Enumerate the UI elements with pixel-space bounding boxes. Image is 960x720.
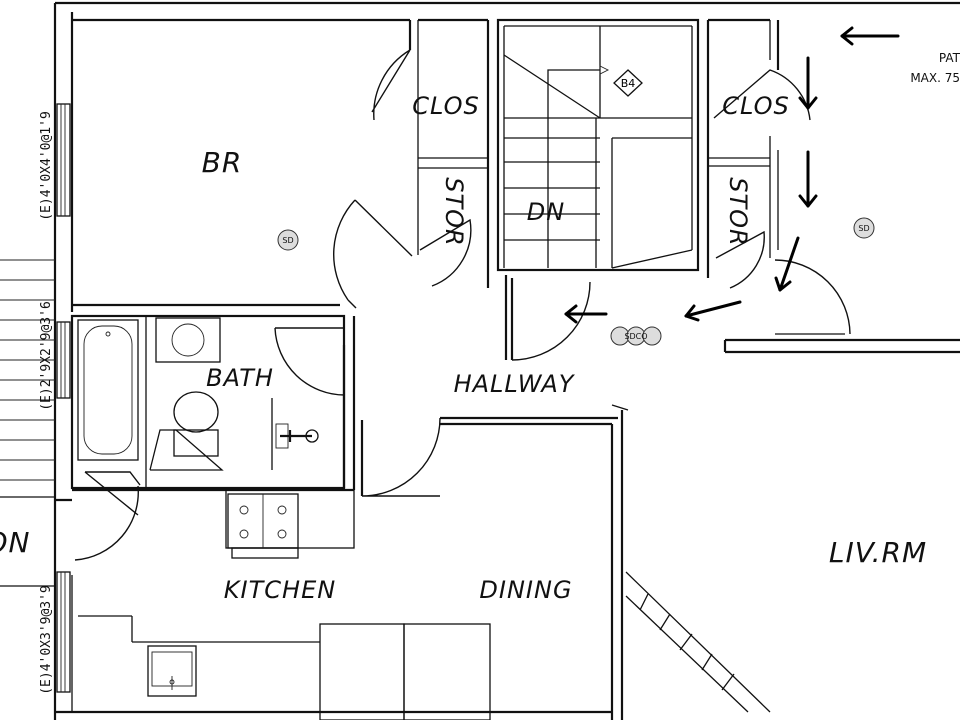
sd-right-label: SD xyxy=(858,224,869,233)
room-label-cut-left: ON xyxy=(0,526,30,559)
arrow-icon xyxy=(798,56,818,110)
window-callout-1: (E)4'0X4'0@1'9 xyxy=(39,111,54,221)
smoke-co-detector-icon: SDCO xyxy=(610,326,662,346)
room-label-stair: DN xyxy=(527,198,565,226)
arrow-icon xyxy=(564,304,608,324)
sd-br-label: SD xyxy=(282,236,293,245)
left-neighbor xyxy=(0,259,55,587)
sdco-hall-label: SDCO xyxy=(624,332,647,341)
room-label-stor-right: STOR xyxy=(724,177,752,246)
walls xyxy=(53,1,960,720)
window-callout-3: (E)4'0X3'9@3'9 xyxy=(39,585,54,695)
egress-arrows xyxy=(564,26,900,324)
room-label-stor-left: STOR xyxy=(440,177,468,246)
room-label-clos-left: CLOS xyxy=(412,92,480,120)
arrow-icon xyxy=(774,236,800,292)
smoke-detector-icon: SD xyxy=(853,217,875,239)
window-callout-2: (E)2'9X2'9@3'6 xyxy=(39,301,54,411)
arrow-icon xyxy=(798,150,818,208)
room-label-clos-right: CLOS xyxy=(722,92,790,120)
arrow-icon xyxy=(684,300,742,322)
patio-note-line1: PAT xyxy=(939,51,960,65)
arrow-icon xyxy=(840,26,900,46)
patio-note: PAT MAX. 75 xyxy=(910,51,960,85)
room-label-br: BR xyxy=(202,146,243,179)
room-label-bath: BATH xyxy=(206,364,274,392)
b4-tag: B4 xyxy=(613,69,643,97)
window-callouts: (E)4'0X4'0@1'9 (E)2'9X2'9@3'6 (E)4'0X3'9… xyxy=(39,111,54,695)
room-labels: BR CLOS CLOS STOR STOR DN BATH HALLWAY K… xyxy=(0,92,927,604)
room-label-dining: DINING xyxy=(479,576,572,604)
windows xyxy=(56,103,71,693)
room-label-living: LIV.RM xyxy=(829,536,927,569)
smoke-detector-icon: SD xyxy=(277,229,299,251)
patio-note-line2: MAX. 75 xyxy=(910,71,960,85)
room-label-hallway: HALLWAY xyxy=(454,370,576,398)
room-label-kitchen: KITCHEN xyxy=(224,576,336,604)
b4-tag-label: B4 xyxy=(621,77,636,90)
doors xyxy=(74,49,851,561)
